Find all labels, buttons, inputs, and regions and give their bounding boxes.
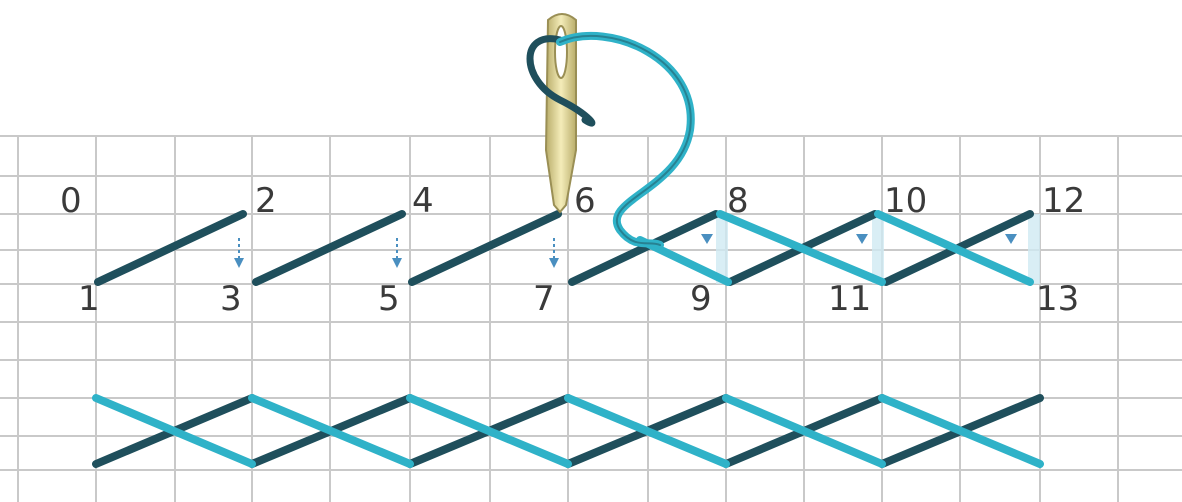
point-label-0: 0 (60, 181, 82, 221)
finished-herringbone-row (92, 394, 1044, 468)
arrow-down-icon (856, 234, 868, 244)
bottom-light-stitch (92, 394, 256, 468)
stitch-3-4 (252, 210, 406, 286)
bottom-labels: 1 3 5 7 9 11 13 (78, 279, 1079, 319)
stitch-7-8 (568, 210, 720, 286)
bottom-light-stitch (248, 394, 414, 468)
point-label-7: 7 (533, 279, 555, 319)
stitch-10-13 (874, 210, 1034, 286)
shade-8-9 (716, 214, 728, 284)
arrow-down-icon (701, 234, 713, 244)
point-label-9: 9 (690, 279, 712, 319)
bottom-light-stitch (722, 394, 886, 468)
point-label-8: 8 (727, 181, 749, 221)
thread-icon (526, 31, 695, 249)
bottom-light-stitch (406, 394, 572, 468)
bottom-light-stitch (564, 394, 730, 468)
stitch-1-2 (94, 210, 247, 286)
shade-10-11 (872, 214, 884, 284)
point-label-11: 11 (828, 279, 871, 319)
stitch-8-11 (716, 210, 886, 286)
arrow-down-icon (392, 238, 402, 268)
needle-icon (544, 13, 577, 214)
point-label-5: 5 (378, 279, 400, 319)
arrow-down-icon (549, 238, 559, 268)
shade-12-13 (1028, 214, 1040, 284)
step-arrows (234, 234, 1017, 268)
top-labels: 0 2 4 6 8 10 12 (60, 181, 1085, 221)
arrow-down-icon (1005, 234, 1017, 244)
bottom-light-stitch (878, 394, 1044, 468)
grid-lines (0, 135, 1182, 502)
point-label-3: 3 (220, 279, 242, 319)
point-label-6: 6 (574, 181, 596, 221)
point-label-1: 1 (78, 279, 100, 319)
point-label-2: 2 (255, 181, 277, 221)
top-dark-stitches (94, 210, 1034, 286)
point-label-4: 4 (412, 181, 434, 221)
stitch-5-6 (408, 210, 562, 286)
back-stitch-shading (716, 214, 1040, 284)
arrow-down-icon (234, 238, 244, 268)
point-label-10: 10 (884, 181, 927, 221)
point-label-13: 13 (1036, 279, 1079, 319)
point-label-12: 12 (1042, 181, 1085, 221)
